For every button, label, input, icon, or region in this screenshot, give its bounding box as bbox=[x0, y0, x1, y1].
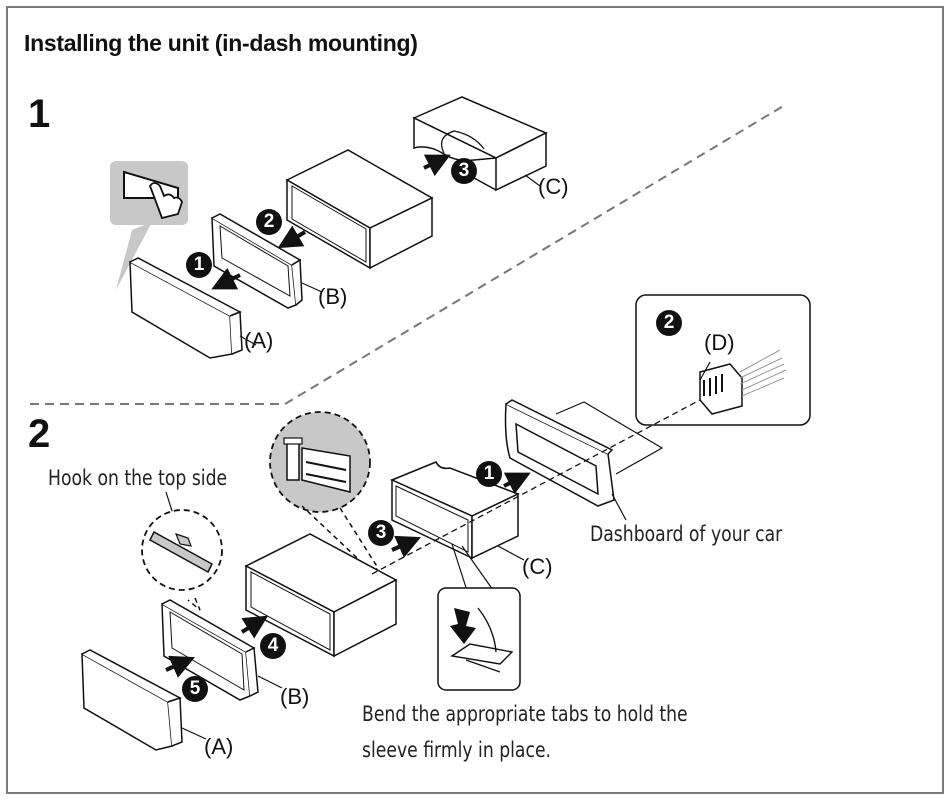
mounting-sleeve-c-step1 bbox=[412, 96, 548, 192]
release-button-callout bbox=[110, 161, 188, 290]
label-part-c-step1: (C) bbox=[538, 174, 569, 199]
main-unit-step2 bbox=[244, 533, 398, 658]
label-part-c-step2: (C) bbox=[522, 554, 553, 579]
marker-1-step1: 1 bbox=[186, 252, 212, 278]
marker-5-step2: 5 bbox=[182, 676, 208, 702]
label-part-a-step2: (A) bbox=[204, 734, 234, 759]
caption-bend-tabs-line2: sleeve firmly in place. bbox=[362, 738, 552, 762]
caption-bend-tabs-line1: Bend the appropriate tabs to hold the bbox=[362, 702, 688, 726]
marker-2-step1: 2 bbox=[256, 209, 282, 235]
arrow-4-step2 bbox=[240, 615, 269, 639]
label-part-b-step1: (B) bbox=[318, 284, 348, 309]
arrow-1-step1 bbox=[211, 267, 241, 290]
arrow-3-step1 bbox=[423, 154, 451, 177]
connector-detail-callout bbox=[269, 411, 380, 573]
marker-3-step1: 3 bbox=[451, 158, 477, 184]
label-part-d: (D) bbox=[704, 330, 735, 355]
arrow-5-step2 bbox=[165, 655, 195, 678]
step-2-number: 2 bbox=[28, 412, 51, 456]
arrow-3-step2 bbox=[391, 535, 421, 558]
faceplate-a-step1 bbox=[129, 257, 257, 359]
marker-1-step2: 1 bbox=[476, 461, 502, 487]
dashboard-opening bbox=[504, 399, 664, 521]
main-unit-step1 bbox=[285, 149, 434, 270]
marker-3-step2: 3 bbox=[368, 520, 394, 546]
trim-ring-b-step1 bbox=[211, 213, 323, 309]
caption-dashboard: Dashboard of your car bbox=[590, 522, 783, 546]
caption-hook-top-side: Hook on the top side bbox=[48, 466, 228, 490]
marker-4-step2: 4 bbox=[260, 633, 286, 659]
label-part-b-step2: (B) bbox=[280, 684, 310, 709]
faceplate-a-step2 bbox=[81, 649, 207, 751]
label-part-a-step1: (A) bbox=[244, 328, 274, 353]
bend-tab-detail bbox=[437, 587, 521, 691]
hook-detail-callout bbox=[141, 491, 223, 611]
mounting-sleeve-c-step2 bbox=[390, 461, 525, 601]
step-divider-line bbox=[30, 104, 786, 405]
page-frame bbox=[6, 6, 944, 794]
alignment-guide-line bbox=[371, 399, 701, 575]
arrow-2-step1 bbox=[277, 225, 307, 249]
marker-2-step2: 2 bbox=[656, 310, 682, 336]
trim-ring-b-step2 bbox=[161, 599, 283, 701]
arrow-1-step2 bbox=[503, 472, 531, 495]
page-title: Installing the unit (in-dash mounting) bbox=[24, 30, 418, 56]
step-1-number: 1 bbox=[28, 92, 51, 136]
